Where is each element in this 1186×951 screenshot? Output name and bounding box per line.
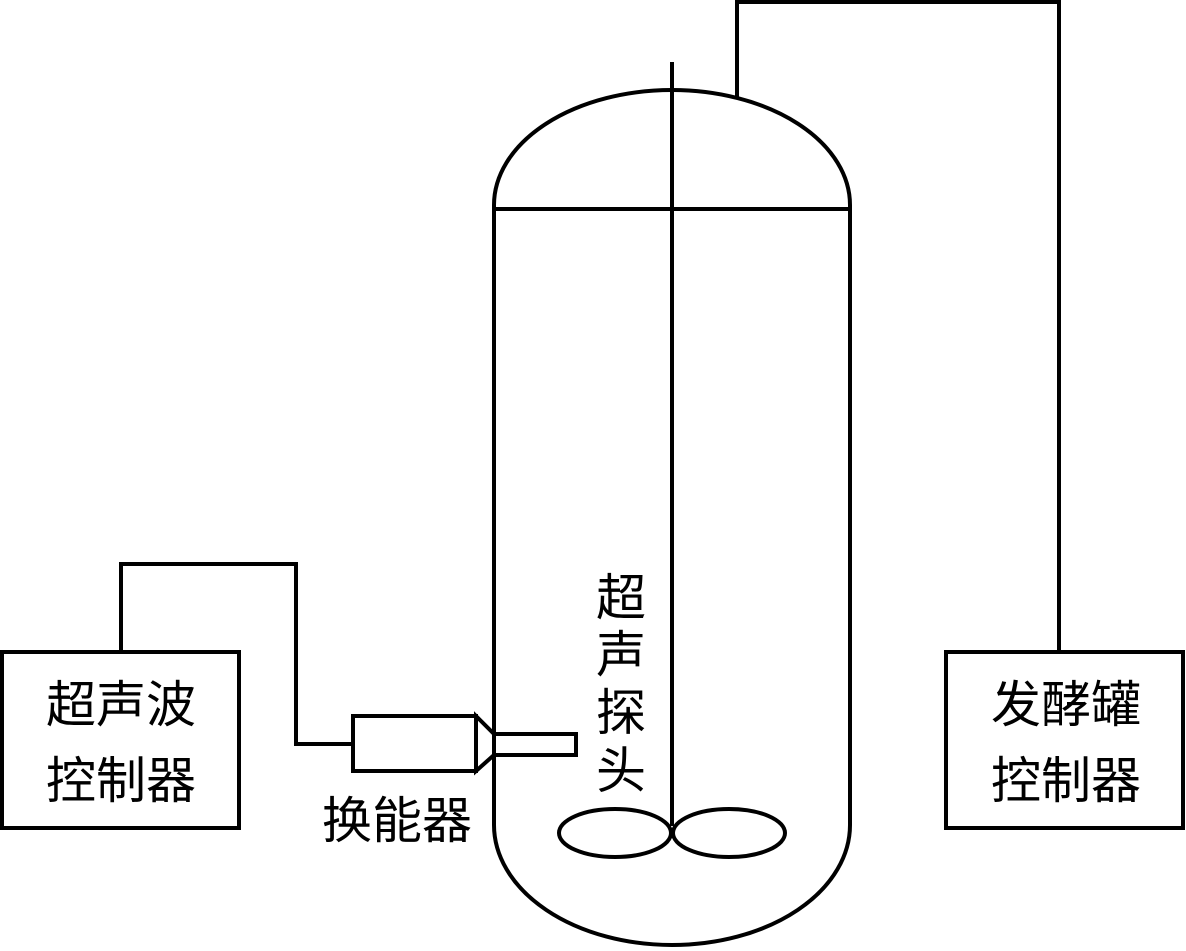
impeller-blade-right xyxy=(671,807,787,859)
probe-label-char-4: 头 xyxy=(596,742,646,800)
ultrasonic-controller-label-line1: 超声波 xyxy=(46,676,196,734)
agitator xyxy=(557,62,787,859)
probe-label-char-3: 探 xyxy=(596,684,646,742)
ultrasonic-probe-label: 超 声 探 头 xyxy=(596,569,646,800)
transducer-body xyxy=(351,714,478,773)
fermenter-controller-box xyxy=(944,650,1185,830)
fermenter-controller-label-line1: 发酵罐 xyxy=(991,676,1141,734)
ultrasonic-controller-wire xyxy=(119,562,353,746)
fermenter-controller-label-line2: 控制器 xyxy=(991,752,1141,810)
ultrasonic-controller-box xyxy=(0,650,241,830)
tank-body-outline xyxy=(492,88,852,947)
transducer-horn xyxy=(474,711,496,776)
ultrasonic-controller: 超声波 控制器 xyxy=(0,650,241,830)
impeller-blade-left xyxy=(557,807,673,859)
fermenter-controller-wire xyxy=(735,0,1061,652)
ultrasonic-controller-label-line2: 控制器 xyxy=(46,752,196,810)
transducer xyxy=(351,711,578,776)
fermenter-controller: 发酵罐 控制器 xyxy=(944,650,1185,830)
probe-label-char-1: 超 xyxy=(596,569,646,627)
probe-label-char-2: 声 xyxy=(596,626,646,684)
transducer-label: 换能器 xyxy=(322,792,472,850)
transducer-tip xyxy=(492,732,578,757)
